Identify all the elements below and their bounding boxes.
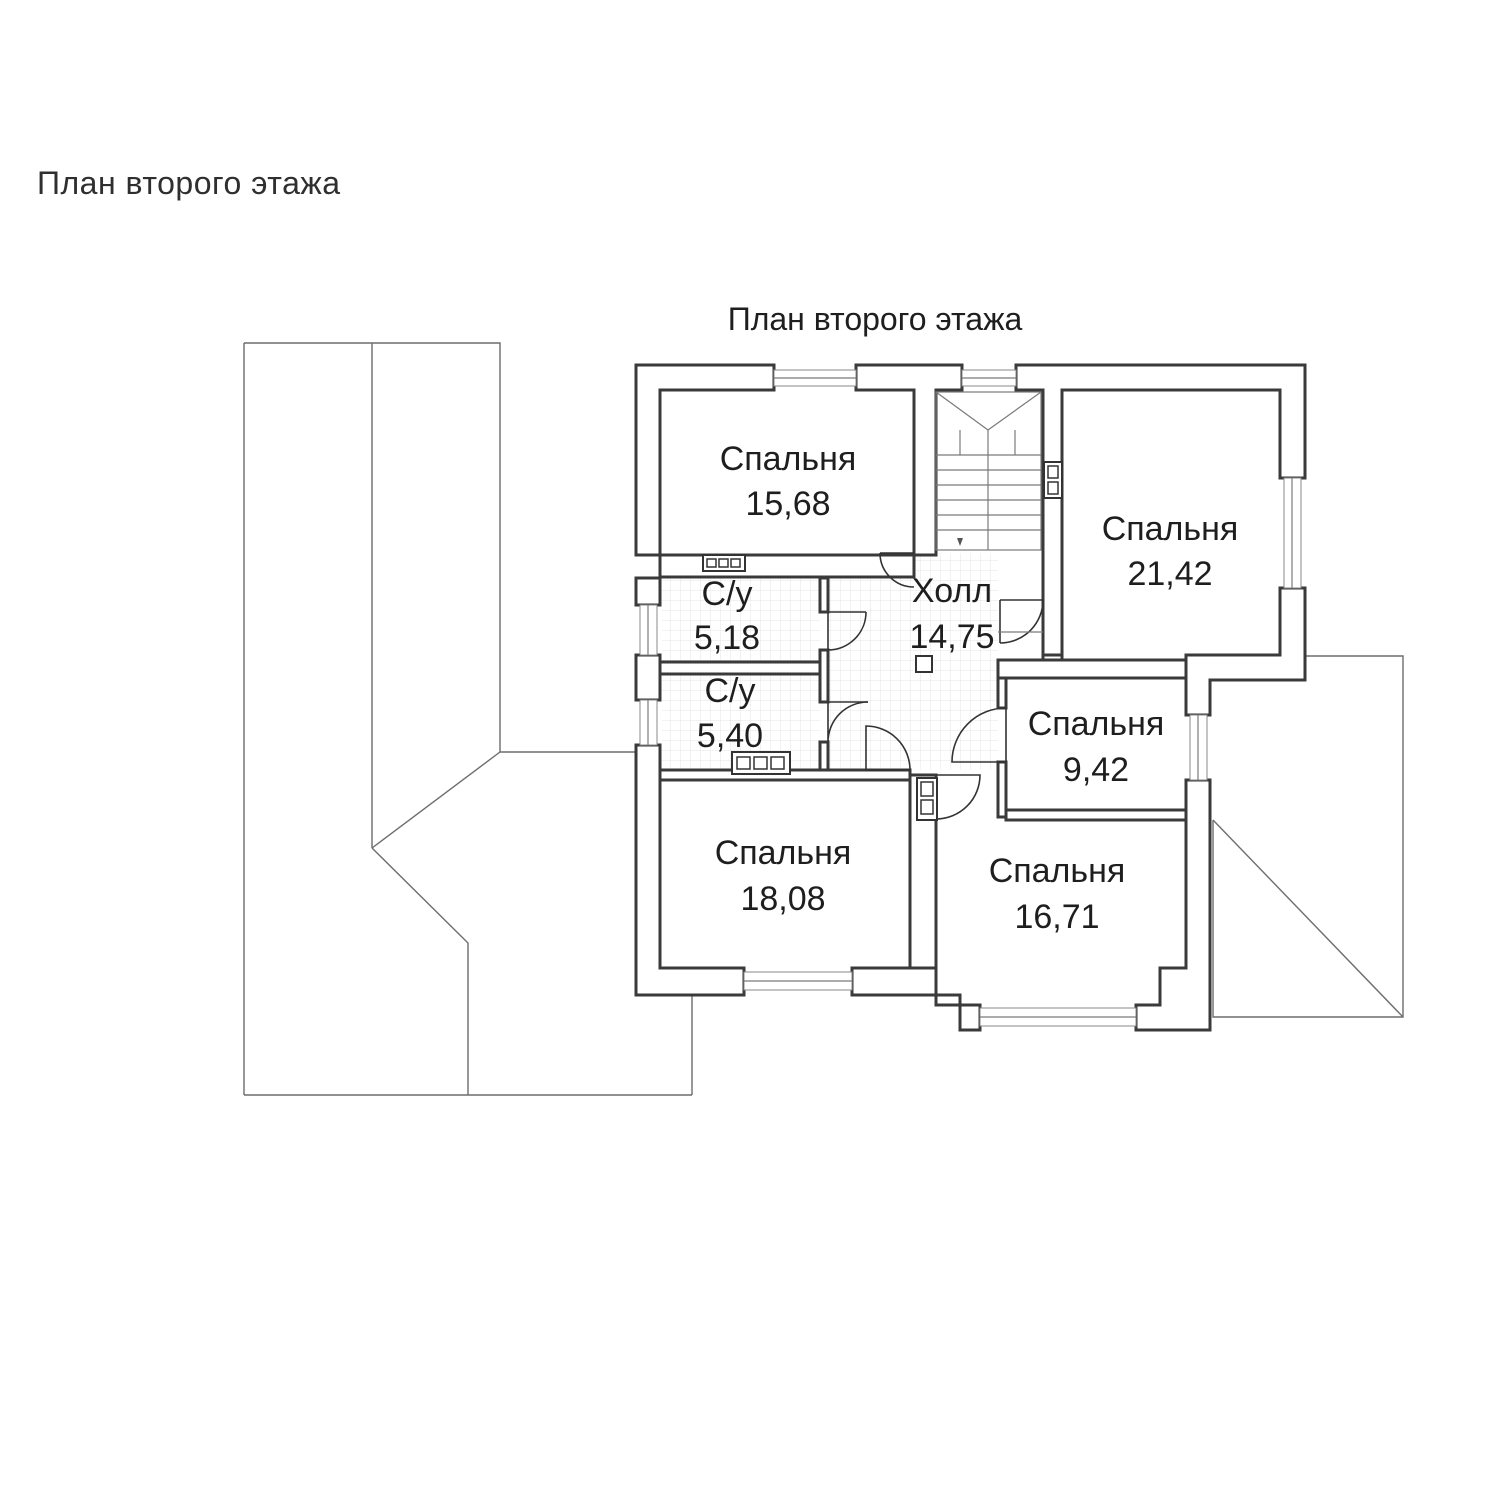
room-label-bedroom-21-42: Спальня 21,42	[1102, 510, 1239, 593]
doors	[827, 552, 1044, 820]
room-area: 5,18	[694, 619, 760, 657]
room-name: Спальня	[1102, 510, 1239, 548]
room-label-bedroom-15-68: Спальня 15,68	[720, 440, 857, 523]
room-area: 16,71	[1014, 898, 1099, 936]
roof-left	[243, 342, 693, 1096]
room-label-bathroom-5-18: С/у 5,18	[694, 575, 760, 657]
room-name: Спальня	[720, 440, 857, 478]
room-name: С/у	[702, 575, 753, 613]
room-name: Спальня	[1028, 705, 1165, 743]
room-label-bedroom-9-42: Спальня 9,42	[1028, 705, 1165, 789]
windows	[639, 369, 1302, 1027]
plan-title: План второго этажа	[728, 301, 1023, 337]
tile-floor-hall	[828, 553, 998, 770]
room-area: 15,68	[745, 485, 830, 523]
room-name: С/у	[705, 672, 756, 710]
staircase	[935, 391, 1042, 551]
room-label-bathroom-5-40: С/у 5,40	[697, 672, 763, 755]
room-label-bedroom-18-08: Спальня 18,08	[715, 834, 852, 918]
room-name: Спальня	[715, 834, 852, 872]
roof-right	[1212, 655, 1404, 1018]
room-name: Спальня	[989, 852, 1126, 890]
room-area: 9,42	[1063, 751, 1129, 789]
room-area: 21,42	[1127, 555, 1212, 593]
page-title: План второго этажа	[37, 165, 341, 201]
room-area: 5,40	[697, 717, 763, 755]
room-name: Холл	[912, 572, 992, 610]
vent-ducts	[702, 461, 1063, 821]
room-label-hall-14-75: Холл 14,75	[909, 572, 994, 656]
room-area: 14,75	[909, 618, 994, 656]
room-area: 18,08	[740, 880, 825, 918]
room-label-bedroom-16-71: Спальня 16,71	[989, 852, 1126, 936]
tile-floor-bath-1	[662, 578, 820, 662]
